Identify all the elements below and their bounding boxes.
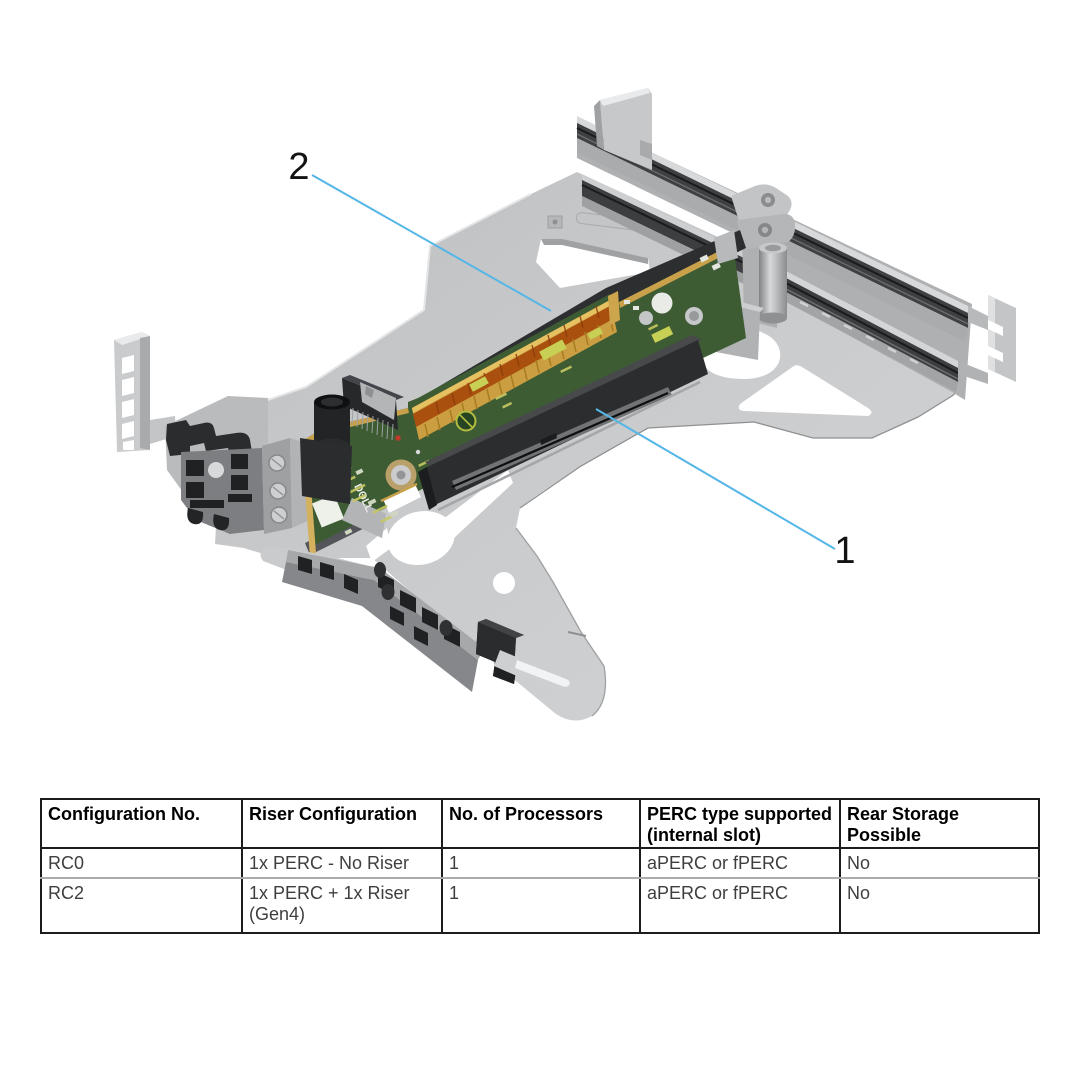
- svg-text:2: 2: [288, 146, 309, 188]
- svg-text:1: 1: [834, 530, 855, 572]
